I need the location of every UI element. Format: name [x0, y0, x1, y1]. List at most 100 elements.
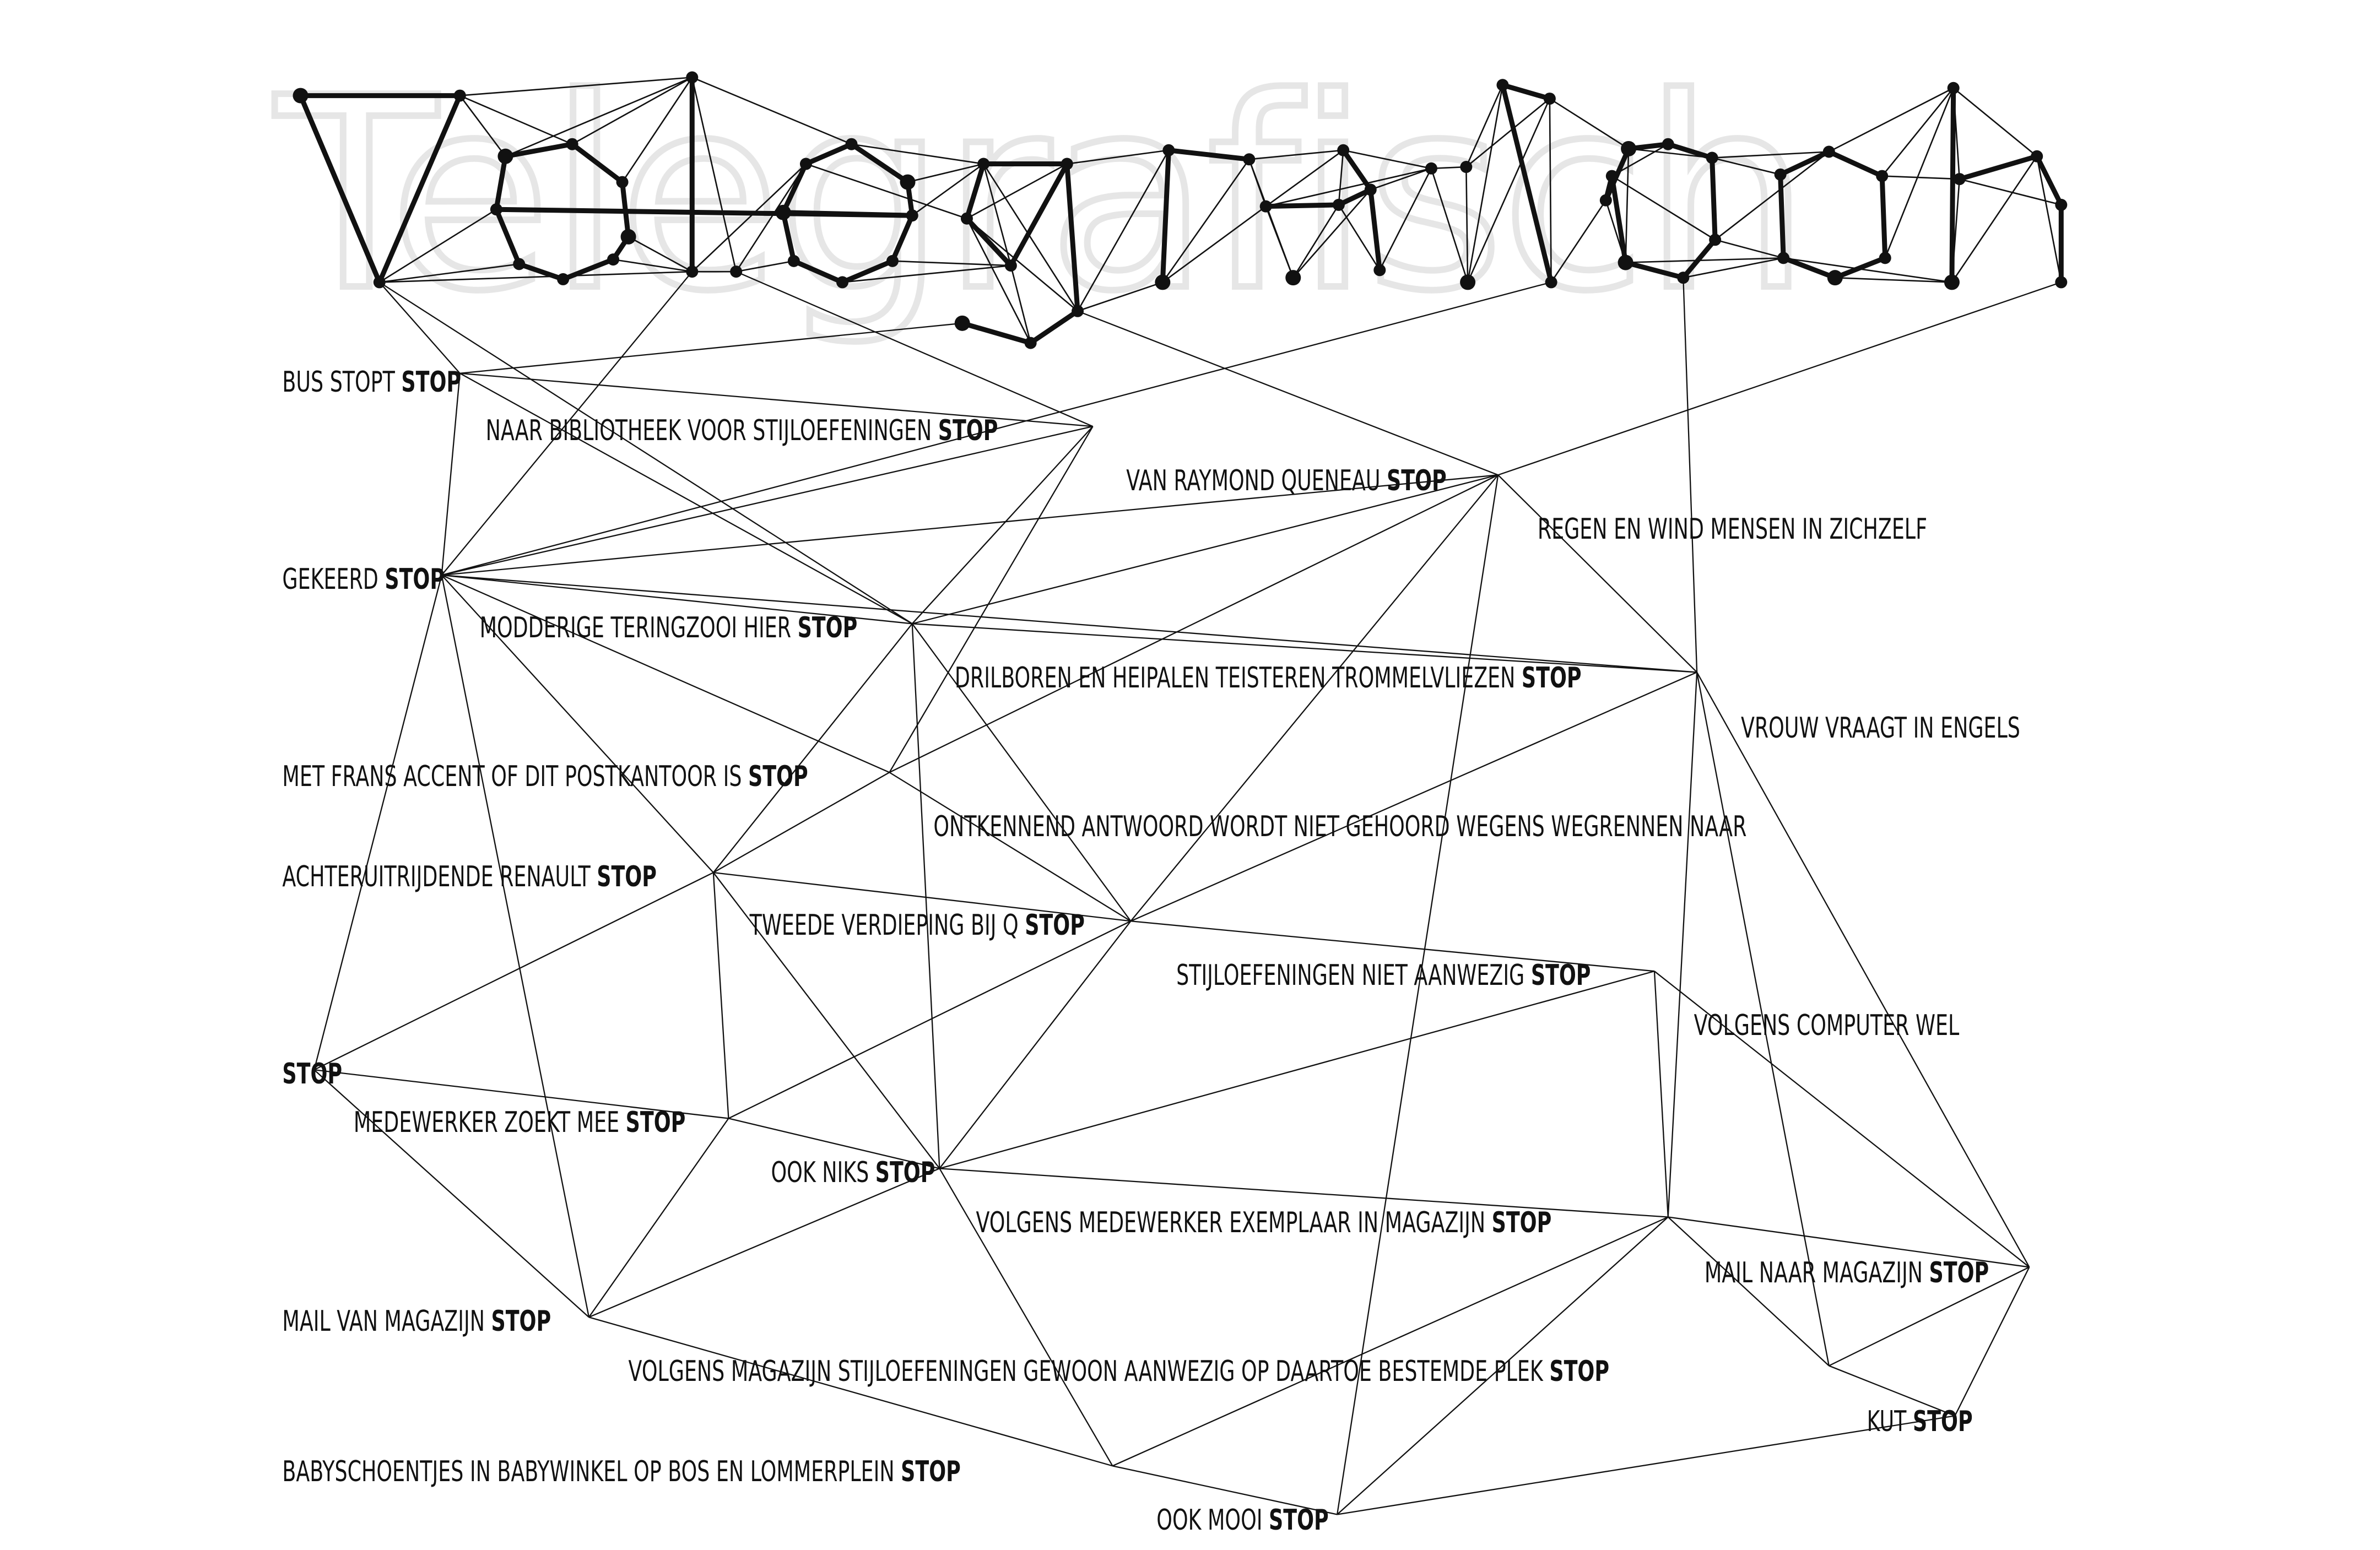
title-edge [691, 163, 807, 273]
title-edge [781, 210, 915, 218]
title-node [1496, 79, 1509, 91]
network-edge [1653, 971, 1669, 1217]
title-edge [1008, 161, 1070, 268]
title-edge [1550, 199, 1606, 283]
title-node [1543, 93, 1556, 105]
title-node [1425, 162, 1437, 175]
title-edge [840, 258, 895, 285]
title-edge [1465, 167, 1469, 283]
stop-word: STOP [1531, 958, 1591, 991]
title-edge [1778, 149, 1832, 177]
title-node [1162, 144, 1175, 156]
title-node [977, 158, 990, 170]
title-edge [1067, 149, 1169, 165]
network-edge [441, 575, 912, 625]
stop-word: STOP [1929, 1255, 1989, 1289]
title-edge [379, 209, 497, 283]
title-edge [2034, 154, 2064, 208]
title-edge [1338, 150, 1344, 205]
stop-word: STOP [1522, 660, 1582, 694]
title-edge [803, 142, 854, 167]
telegram-line-text: NAAR BIBLIOTHEEK VOOR STIJLOEFENINGEN [486, 413, 938, 447]
title-edge [459, 95, 506, 157]
network-edge [1337, 1415, 1955, 1515]
title-node [557, 273, 570, 285]
title-edge [1549, 99, 1552, 283]
title-edge [1628, 148, 1712, 159]
network-edge [1667, 1216, 1830, 1367]
message-list: BUS STOPT STOP NAAR BIBLIOTHEEK VOOR STIJ… [282, 365, 2020, 1537]
title-edge [1500, 82, 1554, 285]
telegram-line-text: GEKEERD [282, 562, 385, 595]
title-edge [1265, 167, 1432, 207]
network-edge [939, 1168, 1113, 1466]
title-node [1774, 168, 1787, 181]
title-node [2055, 198, 2068, 211]
title-edge [1778, 172, 1786, 261]
stop-word: STOP [626, 1105, 686, 1139]
title-node [607, 253, 620, 266]
title-edge [890, 213, 915, 264]
title-edge [570, 142, 625, 185]
title-node [1876, 170, 1889, 182]
title-edge [1884, 88, 1954, 258]
network-edge [713, 871, 1131, 922]
title-node [1155, 274, 1171, 290]
network-edge [441, 574, 1697, 673]
network-edge [1696, 672, 1830, 1366]
network-edge [1130, 474, 1499, 922]
message-network-edges [313, 271, 2062, 1515]
telegram-line-text: BUS STOPT [282, 365, 401, 398]
title-edge [1665, 142, 1715, 161]
title-edge [1952, 87, 2038, 157]
title-node [1662, 138, 1674, 150]
network-edge [1683, 278, 1698, 673]
network-edge [588, 1168, 940, 1318]
title-edge [1714, 239, 1784, 259]
telegram-line-text: ONTKENNEND ANTWOORD WORDT NIET GEHOORD W… [933, 809, 1746, 843]
network-edge [441, 373, 461, 576]
title-edge [379, 263, 520, 283]
title-edge [1162, 159, 1250, 283]
title-node [775, 204, 791, 220]
title-edge [1249, 149, 1344, 160]
title-node [1709, 234, 1722, 246]
title-node [2031, 150, 2043, 162]
title-edge [1835, 277, 1952, 283]
network-edge [1337, 475, 1499, 1515]
title-edge [1500, 82, 1553, 101]
title-edge [1379, 168, 1432, 270]
network-edge [441, 474, 1499, 576]
title-edge [966, 163, 1068, 219]
title-node [799, 158, 812, 170]
title-node [1061, 158, 1073, 170]
title-node [1364, 183, 1377, 196]
network-edge [889, 474, 1499, 773]
network-edge [441, 575, 890, 773]
title-edge [1465, 84, 1503, 167]
title-outline: Telegrafisch [272, 41, 1808, 349]
title-node [620, 229, 636, 245]
stop-word: STOP [1269, 1503, 1329, 1536]
network-edge [1112, 1465, 1338, 1515]
telegram-line-text: DRILBOREN EN HEIPALEN TEISTEREN TROMMELV… [955, 660, 1522, 694]
title-node [1460, 161, 1473, 174]
title-edge [1265, 206, 1294, 278]
title-node [1285, 270, 1301, 286]
title-edge [1623, 260, 1686, 280]
network-edge [911, 426, 1094, 625]
network-edge [1130, 920, 1655, 972]
telegram-line-text: STIJLOEFENINGEN NIET AANWEZIG [1176, 958, 1531, 991]
stop-word: STOP [901, 1454, 961, 1488]
telegram-line: MET FRANS ACCENT OF DIT POSTKANTOOR IS S… [282, 759, 808, 793]
network-edge [912, 623, 1697, 673]
stop-word: STOP [1025, 908, 1085, 941]
network-edge [1829, 1266, 2030, 1367]
title-edge [494, 154, 508, 212]
title-node [960, 212, 973, 225]
stop-word: STOP [1387, 463, 1447, 497]
telegram-line-text: MAIL NAAR MAGAZIJN [1705, 1255, 1929, 1289]
title-edge [1265, 149, 1344, 207]
stop-word: STOP [401, 365, 461, 398]
title-node [836, 276, 849, 289]
